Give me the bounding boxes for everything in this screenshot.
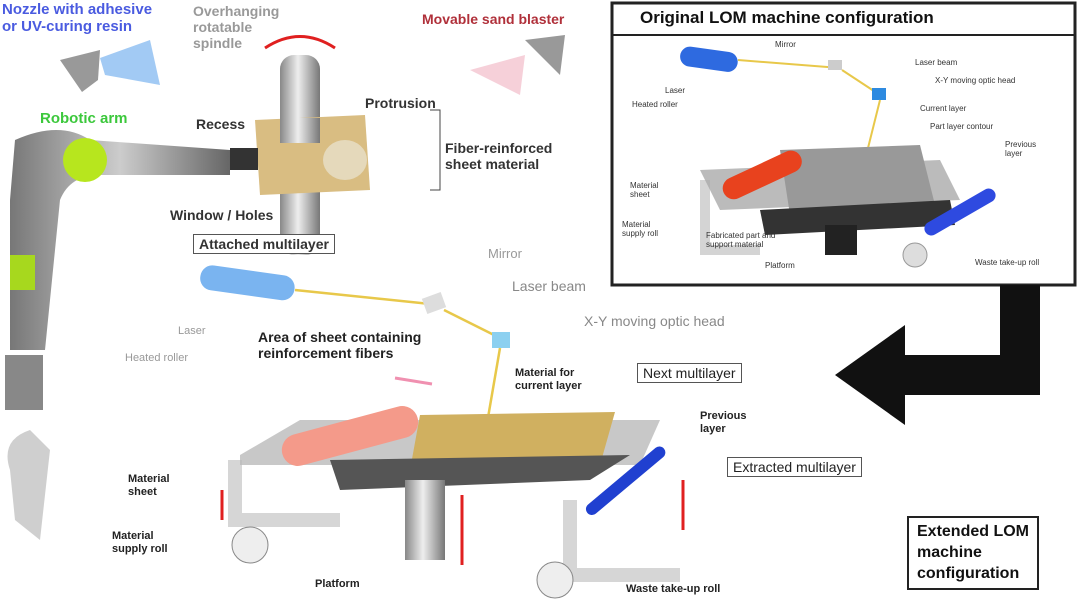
platform-label: Platform bbox=[315, 578, 360, 590]
extended-lom-title: Extended LOM machine configuration bbox=[907, 516, 1040, 591]
nozzle-label: Nozzle with adhesive or UV-curing resin bbox=[2, 1, 153, 36]
laser-beam-label: Laser beam bbox=[512, 278, 586, 294]
recess-label: Recess bbox=[196, 116, 246, 132]
inset-supply-roll-label: Material supply roll bbox=[622, 220, 659, 239]
inset-laser-label: Laser bbox=[665, 86, 686, 95]
spindle-label: Overhanging rotatable spindle bbox=[193, 3, 280, 52]
material-current-layer-label: Material for current layer bbox=[515, 367, 582, 392]
attached-multilayer-label: Attached multilayer bbox=[193, 234, 335, 255]
nozzle-icon bbox=[60, 40, 160, 92]
inset-optic-head-label: X-Y moving optic head bbox=[935, 76, 1016, 85]
robotic-arm bbox=[5, 130, 258, 540]
spindle bbox=[255, 35, 441, 255]
inset-part-contour-label: Part layer contour bbox=[930, 122, 994, 131]
main-machine bbox=[200, 265, 685, 599]
fiber-sheet-label: Fiber-reinforced sheet material bbox=[445, 140, 553, 173]
waste-roll-label: Waste take-up roll bbox=[626, 583, 721, 595]
material-sheet-label: Material sheet bbox=[128, 473, 170, 498]
laser-label: Laser bbox=[178, 325, 206, 337]
inset-title: Original LOM machine configuration bbox=[640, 8, 934, 27]
inset-material-sheet-label: Material sheet bbox=[630, 181, 659, 200]
previous-layer-label: Previous layer bbox=[700, 410, 747, 435]
inset-current-layer-label: Current layer bbox=[920, 104, 967, 113]
extracted-multilayer-label: Extracted multilayer bbox=[727, 457, 862, 478]
inset-previous-layer-label: Previous layer bbox=[1005, 140, 1037, 159]
next-multilayer-label: Next multilayer bbox=[637, 363, 742, 384]
robotic-arm-label: Robotic arm bbox=[40, 110, 128, 127]
inset-laser-beam-label: Laser beam bbox=[915, 58, 958, 67]
optic-head-label: X-Y moving optic head bbox=[584, 313, 725, 329]
inset-machine bbox=[680, 46, 996, 268]
sand-blaster-label: Movable sand blaster bbox=[422, 11, 565, 27]
supply-roll-label: Material supply roll bbox=[112, 530, 168, 555]
transition-arrow bbox=[835, 285, 1040, 425]
inset-platform-label: Platform bbox=[765, 261, 795, 270]
mirror-label: Mirror bbox=[488, 246, 522, 261]
reinforcement-area-label: Area of sheet containing reinforcement f… bbox=[258, 329, 422, 362]
inset-waste-roll-label: Waste take-up roll bbox=[975, 258, 1040, 267]
window-holes-label: Window / Holes bbox=[170, 207, 274, 223]
inset-fabricated-part-label: Fabricated part and support material bbox=[706, 231, 776, 250]
inset-mirror-label: Mirror bbox=[775, 40, 796, 49]
protrusion-label: Protrusion bbox=[365, 95, 436, 111]
sand-blaster-icon bbox=[470, 35, 565, 95]
inset-heated-roller-label: Heated roller bbox=[632, 100, 678, 109]
heated-roller-label: Heated roller bbox=[125, 352, 188, 364]
